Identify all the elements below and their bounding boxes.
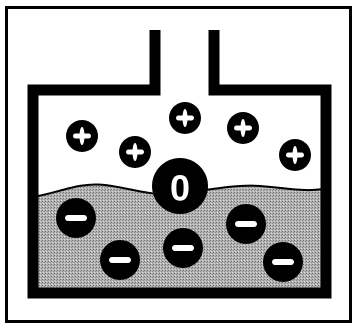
- plus-icon: [279, 139, 311, 171]
- minus-icon: [263, 242, 303, 282]
- neutral-particle: 0: [152, 158, 208, 214]
- neutral-particle-label: 0: [170, 168, 190, 209]
- minus-icon: [56, 198, 96, 238]
- plus-icon: [119, 136, 151, 168]
- minus-icon: [163, 228, 203, 268]
- plus-icon: [227, 112, 259, 144]
- minus-icon: [100, 240, 140, 280]
- plus-icon: [66, 120, 98, 152]
- minus-icon: [226, 204, 266, 244]
- plus-icon: [169, 102, 201, 134]
